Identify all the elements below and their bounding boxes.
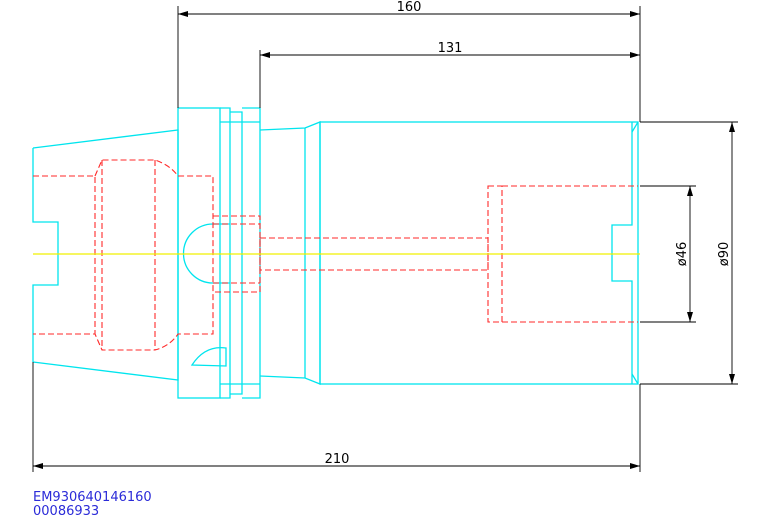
body-outline: [319, 121, 639, 385]
part-code-text: 00086933: [33, 504, 100, 519]
taper-outline: [32, 129, 179, 381]
flange-outline: [177, 107, 261, 399]
neck-outline: [259, 121, 321, 385]
part-number-text: EM930640146160: [33, 490, 152, 505]
hidden-lines: [33, 159, 638, 351]
dimension-160: 160: [177, 0, 641, 122]
dimension-210: 210: [32, 362, 641, 472]
dimension-dia90: ø90: [640, 121, 738, 385]
dimension-dia90-label: ø90: [717, 242, 732, 267]
dimension-131: 131: [259, 41, 640, 108]
dimension-210-label: 210: [325, 452, 350, 467]
dimension-dia46: ø46: [640, 185, 696, 323]
dimension-dia46-label: ø46: [675, 242, 690, 267]
dimension-160-label: 160: [397, 0, 422, 15]
dimension-131-label: 131: [438, 41, 463, 56]
